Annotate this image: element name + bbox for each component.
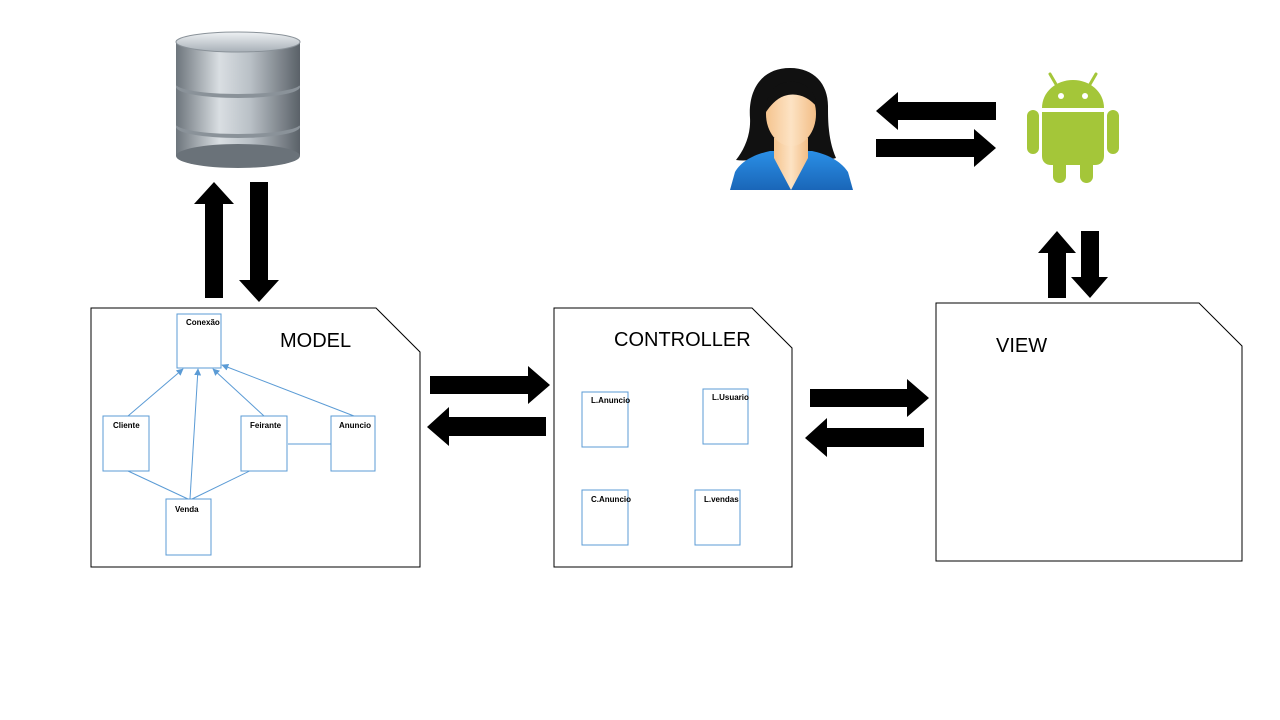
arrow-controller-to-view	[810, 379, 929, 417]
class-box-c-anuncio	[581, 489, 629, 546]
arrow-model-to-controller	[430, 366, 550, 404]
class-label-l-vendas: L.vendas	[704, 495, 739, 504]
class-box-l-usuario	[702, 388, 749, 445]
android-icon	[1027, 72, 1119, 183]
arrow-model-to-db	[194, 182, 234, 298]
person-icon	[730, 68, 853, 190]
database-icon	[175, 31, 301, 168]
arrow-person-to-android	[876, 129, 996, 167]
class-box-venda	[165, 498, 212, 556]
class-box-l-vendas	[694, 489, 741, 546]
class-label-venda: Venda	[175, 505, 199, 514]
arrow-view-to-android	[1038, 231, 1076, 298]
controller-title: CONTROLLER	[614, 329, 751, 351]
model-title: MODEL	[280, 330, 352, 352]
class-label-feirante: Feirante	[250, 421, 282, 430]
controller-classes	[581, 388, 749, 546]
model-uml-connectors	[127, 364, 355, 500]
class-label-cliente: Cliente	[113, 421, 140, 430]
class-box-feirante	[240, 415, 288, 472]
arrow-view-to-controller	[805, 418, 924, 457]
class-label-l-anuncio: L.Anuncio	[591, 396, 631, 405]
arrow-android-to-view	[1071, 231, 1108, 298]
view-panel	[935, 302, 1243, 562]
view-title: VIEW	[996, 335, 1048, 357]
class-label-anuncio: Anuncio	[339, 421, 371, 430]
class-label-c-anuncio: C.Anuncio	[591, 495, 631, 504]
class-box-l-anuncio	[581, 391, 629, 448]
arrow-controller-to-model	[427, 407, 546, 446]
model-classes	[102, 313, 376, 556]
class-box-conexao	[176, 313, 222, 369]
class-label-conexao: Conexão	[186, 318, 220, 327]
class-label-l-usuario: L.Usuario	[712, 393, 749, 402]
class-box-anuncio	[330, 415, 376, 472]
arrow-db-to-model	[239, 182, 279, 302]
arrow-android-to-person	[876, 92, 996, 130]
class-box-cliente	[102, 415, 150, 472]
